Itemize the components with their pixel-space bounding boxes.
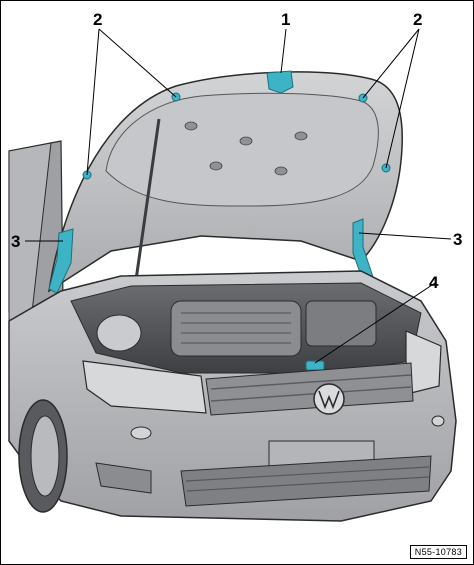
front-left-rim <box>30 415 60 497</box>
engine-ribs <box>181 312 291 344</box>
fog-light-left <box>130 426 152 440</box>
lock-catch <box>305 360 325 371</box>
callout-1: 1 <box>281 10 290 29</box>
lower-grille-slats <box>185 466 430 492</box>
callout-2-left: 2 <box>93 10 102 29</box>
callout-leaders <box>25 28 452 364</box>
engine-cover <box>170 300 302 357</box>
coolant-reservoir <box>96 314 142 352</box>
fog-light-right <box>431 415 445 427</box>
hood-insulation-panel <box>105 92 379 207</box>
callout-3-right: 3 <box>453 230 462 249</box>
lower-grille <box>180 455 432 507</box>
reference-code: N55-10783 <box>409 545 467 559</box>
callout-4: 4 <box>429 273 439 292</box>
grille-slats <box>210 374 412 402</box>
air-filter-box <box>305 300 377 347</box>
vw-badge-mark <box>318 390 340 410</box>
callout-2-right: 2 <box>413 10 422 29</box>
upper-grille <box>205 362 414 416</box>
callout-3-left: 3 <box>11 232 20 251</box>
hood-clips <box>184 121 308 176</box>
right-headlight <box>405 330 442 394</box>
left-headlight <box>82 360 207 414</box>
lower-left-vent <box>95 462 152 494</box>
hood-release-latch <box>266 70 294 94</box>
hood-prop-rod <box>131 118 161 302</box>
